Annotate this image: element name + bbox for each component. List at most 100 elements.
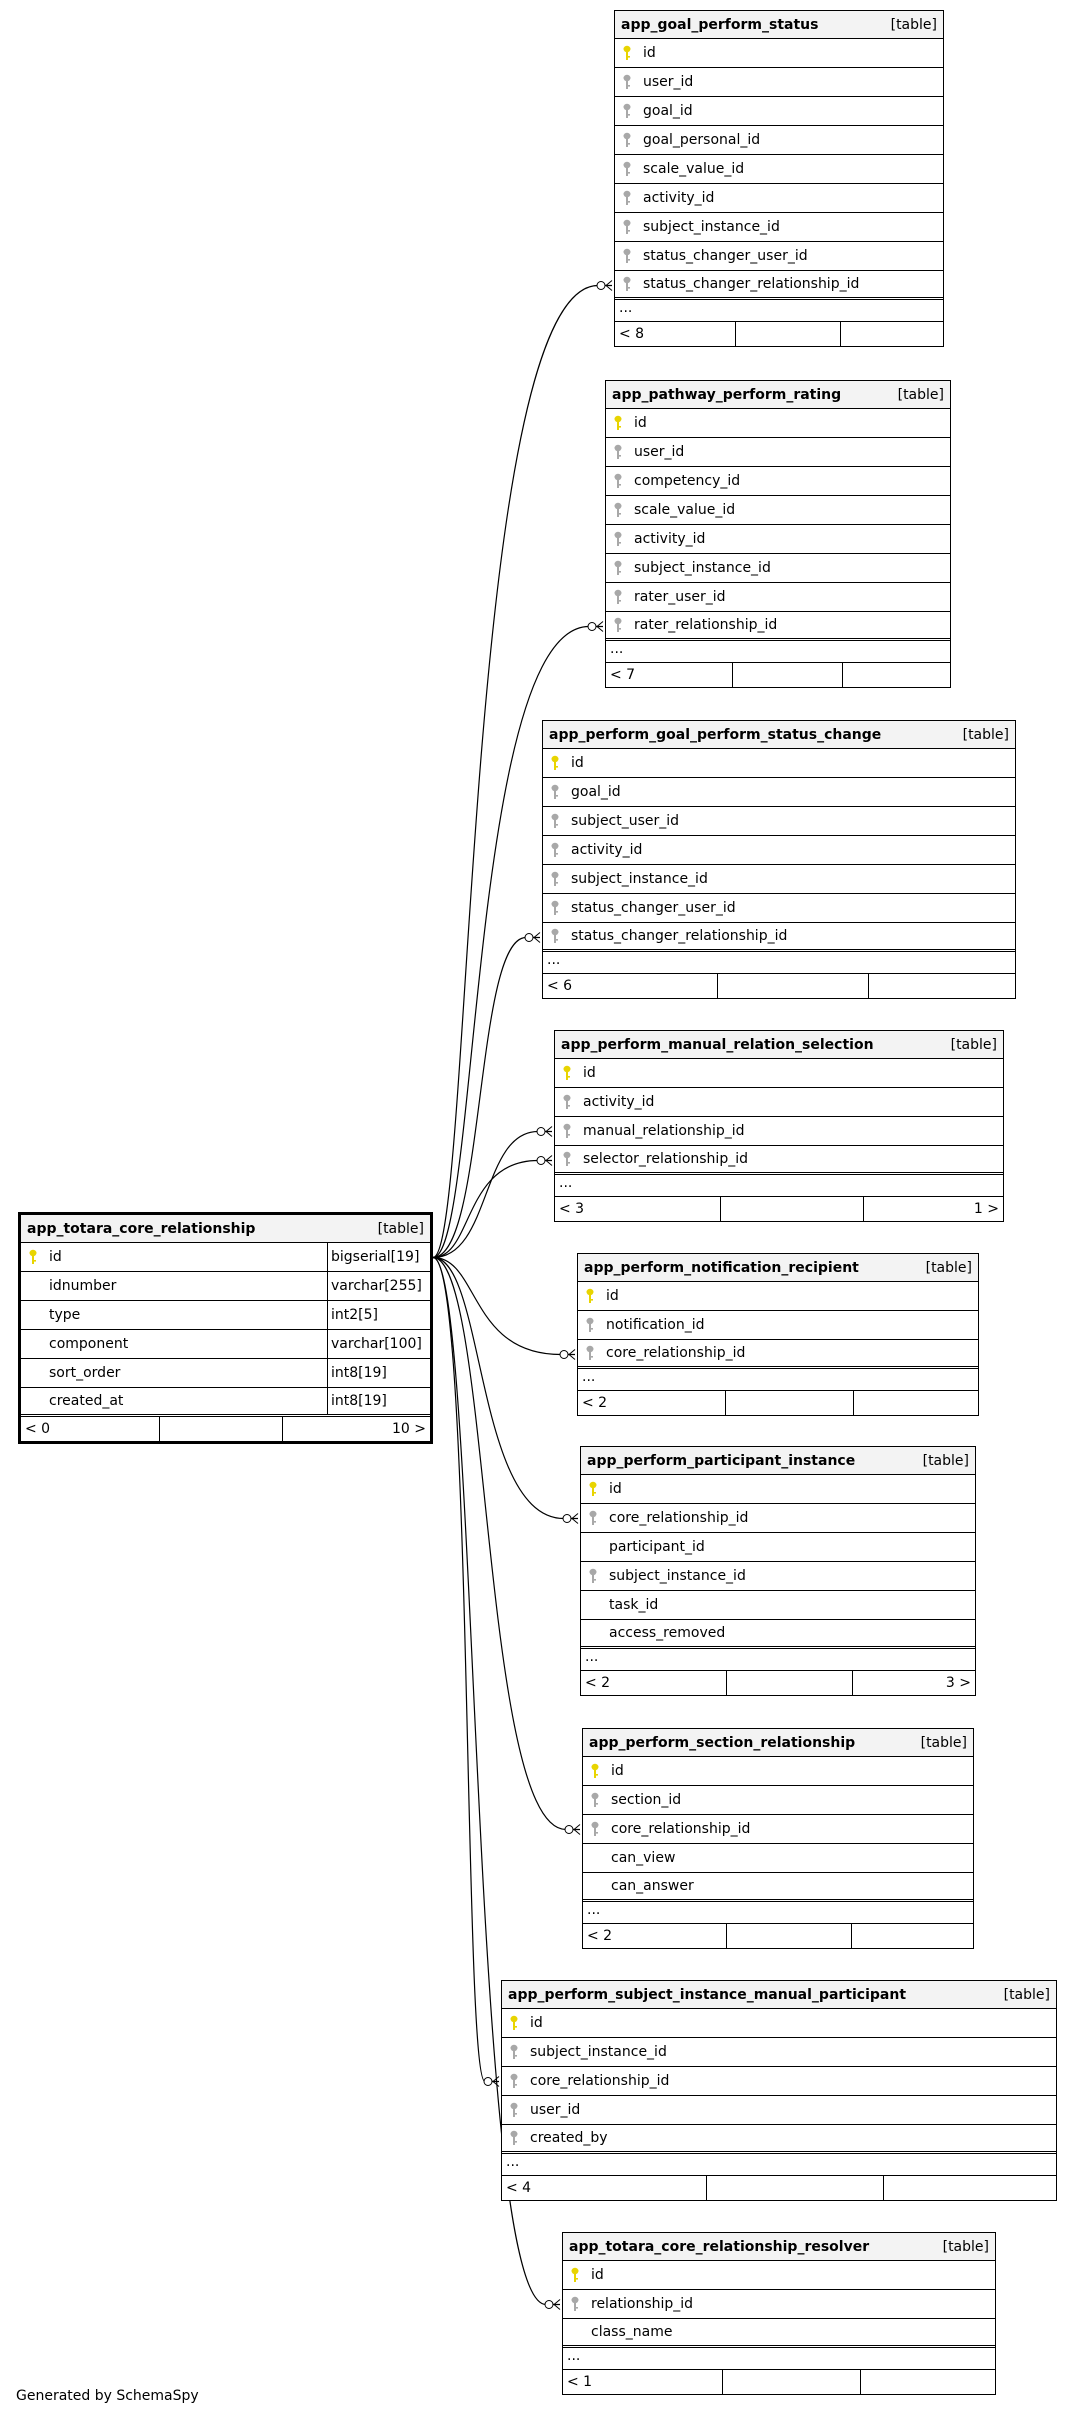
column-name[interactable]: subject_instance_id xyxy=(530,2044,667,2060)
column-row[interactable]: status_changer_relationship_id xyxy=(543,923,1015,952)
column-row[interactable]: id xyxy=(578,1282,978,1311)
column-name[interactable]: notification_id xyxy=(606,1317,705,1333)
column-name[interactable]: component xyxy=(49,1336,129,1352)
column-name[interactable]: subject_user_id xyxy=(571,813,680,829)
column-name[interactable]: can_view xyxy=(611,1850,676,1866)
column-name[interactable]: id xyxy=(609,1481,622,1497)
column-name[interactable]: created_at xyxy=(49,1393,124,1409)
rows-count[interactable] xyxy=(707,2176,885,2200)
table-name[interactable]: app_perform_participant_instance xyxy=(587,1452,856,1469)
table-name[interactable]: app_perform_subject_instance_manual_part… xyxy=(508,1986,907,2003)
column-name[interactable]: relationship_id xyxy=(591,2296,694,2312)
column-name[interactable]: goal_personal_id xyxy=(643,132,761,148)
column-row[interactable]: subject_user_id xyxy=(543,807,1015,836)
column-name[interactable]: subject_instance_id xyxy=(609,1568,746,1584)
column-name[interactable]: section_id xyxy=(611,1792,682,1808)
column-name[interactable]: core_relationship_id xyxy=(606,1345,746,1361)
children-count[interactable]: 10 > xyxy=(391,1421,426,1437)
column-row[interactable]: id xyxy=(555,1059,1003,1088)
table-name[interactable]: app_totara_core_relationship xyxy=(27,1220,256,1237)
rows-count[interactable] xyxy=(721,1197,865,1221)
column-name[interactable]: id xyxy=(606,1288,619,1304)
column-name[interactable]: user_id xyxy=(530,2102,581,2118)
column-name[interactable]: user_id xyxy=(634,444,685,460)
column-row[interactable]: activity_id xyxy=(606,525,950,554)
table-name[interactable]: app_perform_section_relationship xyxy=(589,1734,856,1751)
table-app_totara_core_relationship_resolver[interactable]: app_totara_core_relationship_resolver[ta… xyxy=(562,2232,996,2395)
more-columns-indicator[interactable]: ... xyxy=(502,2154,1056,2176)
column-row[interactable]: relationship_id xyxy=(563,2290,995,2319)
column-row[interactable]: core_relationship_id xyxy=(581,1504,975,1533)
column-name[interactable]: id xyxy=(583,1065,596,1081)
more-columns-indicator[interactable]: ... xyxy=(615,300,943,322)
parents-count[interactable]: < 8 xyxy=(615,322,737,346)
children-count[interactable]: 3 > xyxy=(945,1675,971,1691)
more-columns-indicator[interactable]: ... xyxy=(555,1175,1003,1197)
column-row[interactable]: core_relationship_id xyxy=(502,2067,1056,2096)
parents-count[interactable]: < 0 xyxy=(21,1417,161,1441)
children-count[interactable] xyxy=(854,1391,978,1415)
column-row[interactable]: status_changer_relationship_id xyxy=(615,271,943,300)
column-name[interactable]: status_changer_user_id xyxy=(571,900,736,916)
column-row[interactable]: id xyxy=(583,1757,973,1786)
rows-count[interactable] xyxy=(726,1391,854,1415)
column-name[interactable]: core_relationship_id xyxy=(611,1821,751,1837)
column-name[interactable]: activity_id xyxy=(643,190,715,206)
rows-count[interactable] xyxy=(736,322,842,346)
column-name[interactable]: rater_user_id xyxy=(634,589,726,605)
column-name[interactable]: status_changer_user_id xyxy=(643,248,808,264)
column-name[interactable]: user_id xyxy=(643,74,694,90)
column-row[interactable]: selector_relationship_id xyxy=(555,1146,1003,1175)
column-name[interactable]: core_relationship_id xyxy=(530,2073,670,2089)
column-row[interactable]: scale_value_id xyxy=(606,496,950,525)
column-name[interactable]: scale_value_id xyxy=(634,502,736,518)
column-row[interactable]: core_relationship_id xyxy=(583,1815,973,1844)
column-row[interactable]: participant_id xyxy=(581,1533,975,1562)
more-columns-indicator[interactable]: ... xyxy=(563,2348,995,2370)
children-count[interactable] xyxy=(843,663,950,687)
column-row[interactable]: section_id xyxy=(583,1786,973,1815)
children-count[interactable]: 1 > xyxy=(973,1201,999,1217)
column-row[interactable]: status_changer_user_id xyxy=(615,242,943,271)
column-name[interactable]: scale_value_id xyxy=(643,161,745,177)
column-name[interactable]: id xyxy=(530,2015,543,2031)
column-row[interactable]: scale_value_id xyxy=(615,155,943,184)
rows-count[interactable] xyxy=(733,663,844,687)
column-name[interactable]: subject_instance_id xyxy=(634,560,771,576)
column-name[interactable]: goal_id xyxy=(643,103,693,119)
rows-count[interactable] xyxy=(160,1417,283,1441)
column-row[interactable]: subject_instance_id xyxy=(543,865,1015,894)
column-row[interactable]: user_id xyxy=(615,68,943,97)
column-row[interactable]: core_relationship_id xyxy=(578,1340,978,1369)
column-name[interactable]: manual_relationship_id xyxy=(583,1123,745,1139)
table-app_perform_participant_instance[interactable]: app_perform_participant_instance[table]i… xyxy=(580,1446,976,1696)
parents-count[interactable]: < 4 xyxy=(502,2176,707,2200)
parents-count[interactable]: < 6 xyxy=(543,974,718,998)
column-row[interactable]: id xyxy=(502,2009,1056,2038)
column-name[interactable]: goal_id xyxy=(571,784,621,800)
column-name[interactable]: access_removed xyxy=(609,1625,726,1641)
table-app_perform_subject_instance_manual_participant[interactable]: app_perform_subject_instance_manual_part… xyxy=(501,1980,1057,2201)
column-name[interactable]: activity_id xyxy=(571,842,643,858)
column-row[interactable]: notification_id xyxy=(578,1311,978,1340)
column-row[interactable]: subject_instance_id xyxy=(606,554,950,583)
column-name[interactable]: core_relationship_id xyxy=(609,1510,749,1526)
column-row[interactable]: class_name xyxy=(563,2319,995,2348)
column-name[interactable]: id xyxy=(643,45,656,61)
column-row[interactable]: id xyxy=(543,749,1015,778)
column-name[interactable]: rater_relationship_id xyxy=(634,617,778,633)
column-name[interactable]: id xyxy=(591,2267,604,2283)
parents-count[interactable]: < 1 xyxy=(563,2370,723,2394)
more-columns-indicator[interactable]: ... xyxy=(581,1649,975,1671)
column-row[interactable]: rater_user_id xyxy=(606,583,950,612)
column-row[interactable]: user_id xyxy=(502,2096,1056,2125)
table-name[interactable]: app_perform_manual_relation_selection xyxy=(561,1036,874,1053)
parents-count[interactable]: < 7 xyxy=(606,663,734,687)
